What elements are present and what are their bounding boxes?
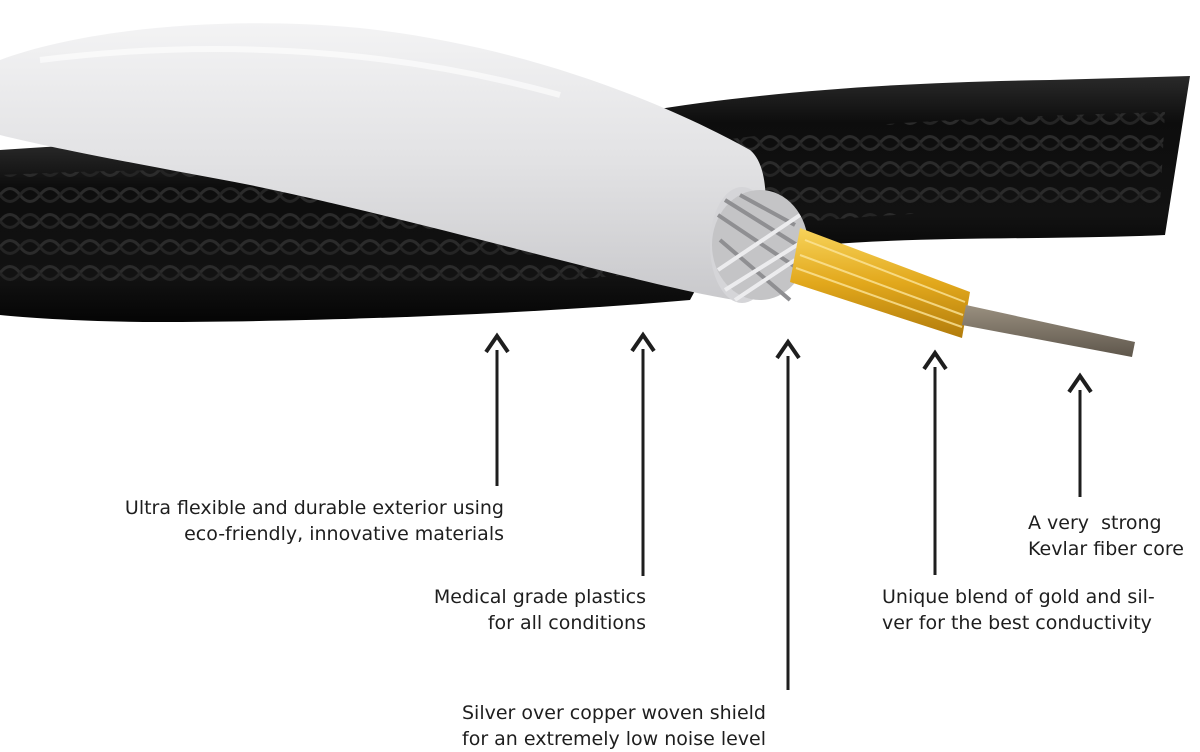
- label-shield: Silver over copper woven shield for an e…: [462, 700, 766, 752]
- label-exterior: Ultra flexible and durable exterior usin…: [125, 495, 504, 547]
- label-shield-line-1: Silver over copper woven shield: [462, 702, 766, 724]
- label-plastics-line-2: for all conditions: [487, 612, 646, 634]
- label-core: A very strong Kevlar fiber core: [1028, 510, 1184, 562]
- label-plastics: Medical grade plastics for all condition…: [434, 584, 646, 636]
- label-plastics-line-1: Medical grade plastics: [433, 586, 646, 608]
- label-exterior-line-1: Ultra flexible and durable exterior usin…: [124, 497, 504, 519]
- label-conductor-line-2: ver for the best conductivity: [882, 612, 1152, 634]
- label-conductor-line-1: Unique blend of gold and sil-: [882, 586, 1155, 608]
- shield-braid: [712, 190, 808, 302]
- label-conductor: Unique blend of gold and sil- ver for th…: [882, 584, 1155, 636]
- gold-conductor: [790, 228, 970, 338]
- label-core-line-2: Kevlar fiber core: [1028, 538, 1184, 560]
- label-shield-line-2: for an extremely low noise level: [462, 728, 767, 750]
- label-exterior-line-2: eco-friendly, innovative materials: [184, 523, 504, 545]
- kevlar-core: [962, 305, 1135, 357]
- label-core-line-1: A very strong: [1028, 512, 1162, 534]
